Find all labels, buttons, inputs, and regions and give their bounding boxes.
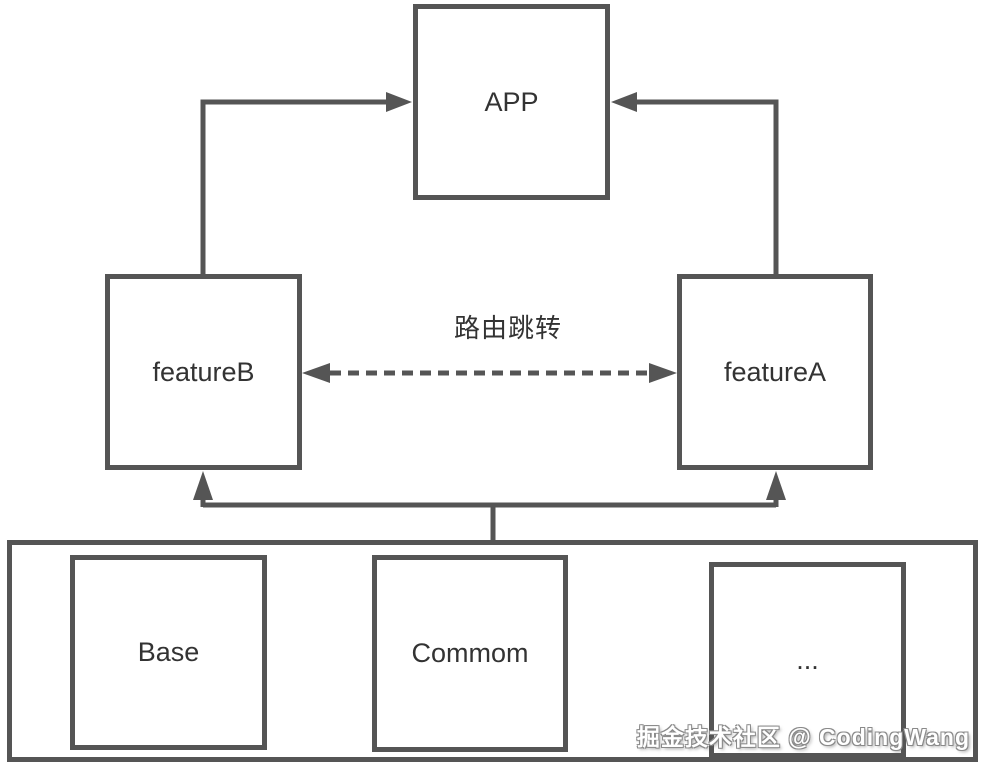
connector-featurea-to-app [634, 99, 779, 274]
node-featureb: featureB [105, 274, 302, 470]
arrow-left-icon [302, 363, 330, 383]
node-featurea: featureA [677, 274, 873, 470]
node-featureb-label: featureB [152, 356, 255, 387]
watermark: 掘金技术社区 @ CodingWang [636, 724, 970, 750]
arrow-up-icon [766, 471, 786, 500]
node-app-label: APP [484, 86, 539, 117]
node-base-label: Base [137, 637, 200, 667]
connector-featureb-to-app [200, 99, 389, 274]
node-commom: Commom [372, 555, 568, 752]
arrow-left-icon [611, 92, 637, 112]
arrow-right-icon [386, 92, 412, 112]
arrow-right-icon [649, 363, 677, 383]
node-commom-label: Commom [411, 638, 529, 668]
node-base: Base [70, 555, 267, 750]
arrow-up-icon [193, 471, 213, 500]
node-featurea-label: featureA [723, 356, 827, 387]
node-more-label: ... [796, 644, 819, 675]
node-more: ... [709, 562, 906, 758]
node-app: APP [413, 4, 610, 200]
route-jump-label: 路由跳转 [453, 313, 562, 343]
